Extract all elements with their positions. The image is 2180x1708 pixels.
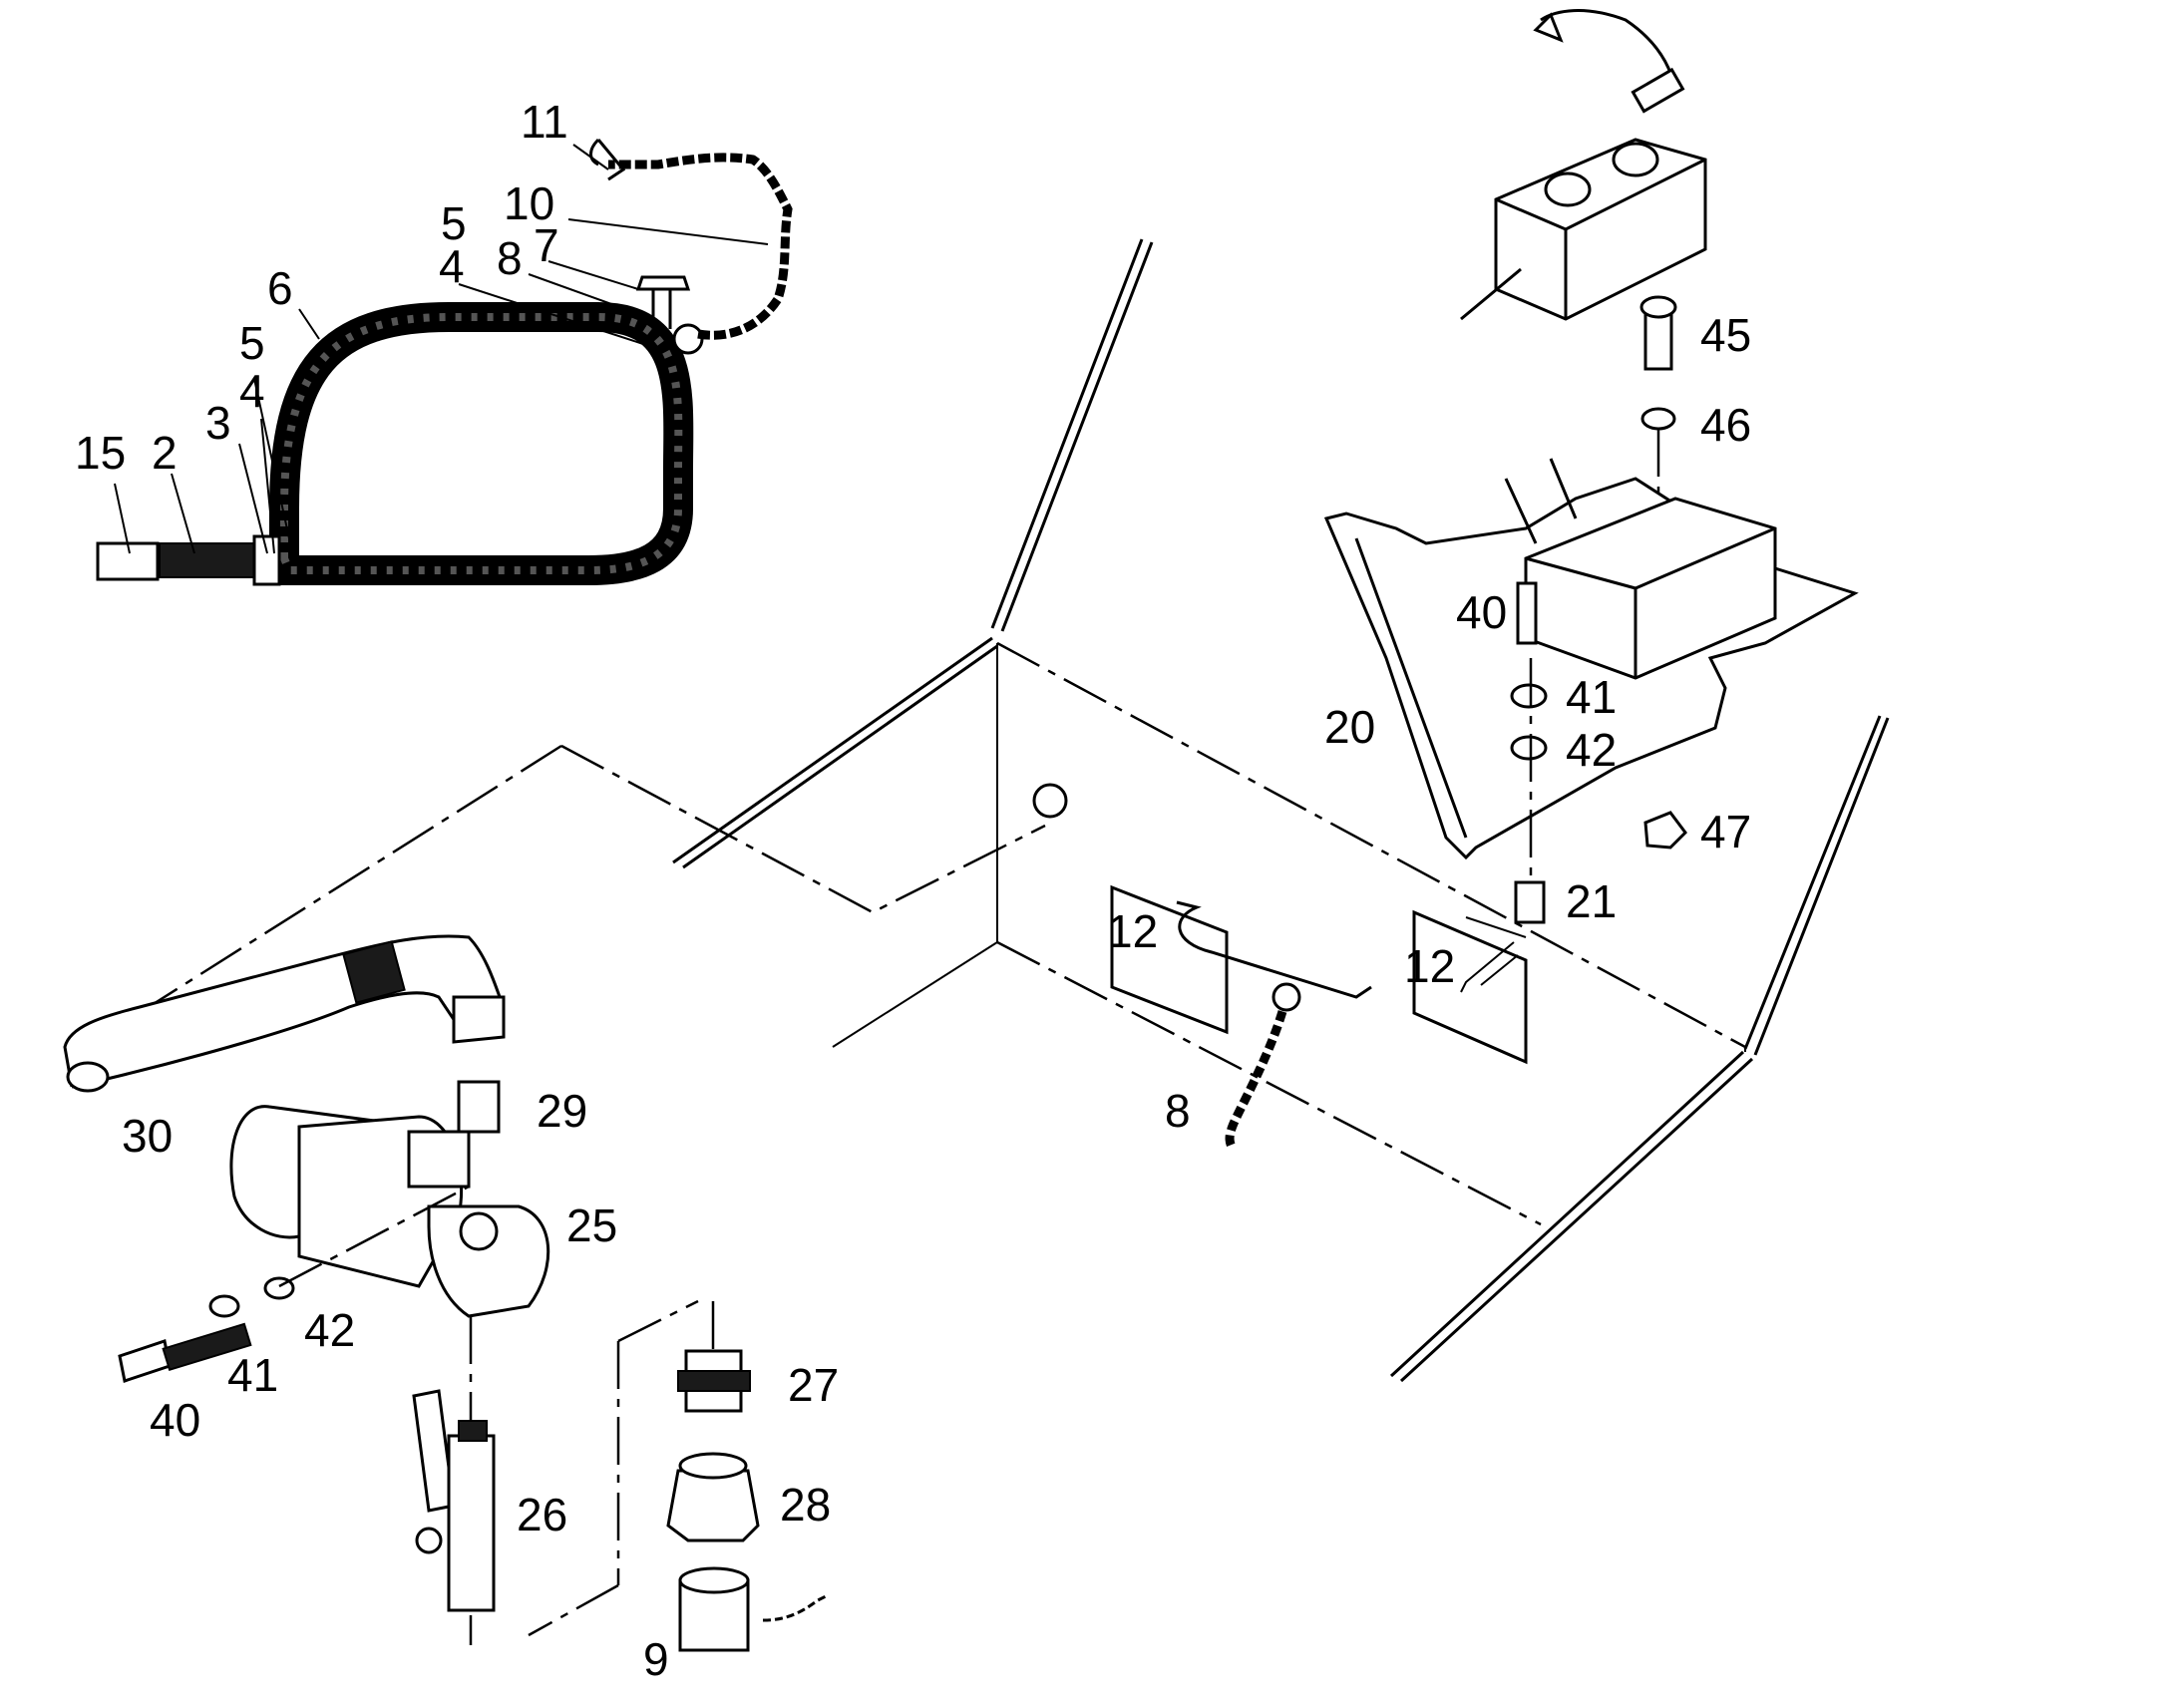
callout-41: 41 xyxy=(1566,671,1617,723)
callout-41: 41 xyxy=(227,1349,278,1401)
callout-42: 42 xyxy=(304,1304,355,1356)
callout-25: 25 xyxy=(566,1199,617,1251)
callout-40: 40 xyxy=(1456,586,1507,638)
callout-30: 30 xyxy=(122,1110,173,1162)
mounting-bracket xyxy=(1323,458,1859,924)
callout-4: 4 xyxy=(439,240,465,292)
callout-8: 8 xyxy=(497,232,523,284)
callout-6: 6 xyxy=(267,262,293,314)
callout-47: 47 xyxy=(1700,806,1751,857)
callout-15: 15 xyxy=(75,427,126,479)
callout-5: 5 xyxy=(441,197,467,249)
callout-8: 8 xyxy=(1165,1085,1191,1137)
callout-45: 45 xyxy=(1700,309,1751,361)
leader-lines xyxy=(114,144,1527,986)
callout-46: 46 xyxy=(1700,399,1751,451)
callout-10: 10 xyxy=(504,177,554,229)
hose-assembly xyxy=(96,138,793,586)
callout-40: 40 xyxy=(150,1394,200,1446)
label-plates xyxy=(1032,783,1528,1150)
callout-2: 2 xyxy=(152,427,178,479)
callout-12: 12 xyxy=(1107,905,1158,957)
callout-20: 20 xyxy=(1324,701,1375,753)
callout-7: 7 xyxy=(534,219,559,271)
callout-3: 3 xyxy=(205,397,231,449)
control-box xyxy=(1460,9,1707,698)
callout-28: 28 xyxy=(780,1479,831,1531)
callout-42: 42 xyxy=(1566,724,1617,776)
callout-labels: 11 10 5 7 8 4 6 5 4 15 2 3 45 46 40 41 4… xyxy=(75,96,1751,1685)
callout-9: 9 xyxy=(643,1633,669,1685)
callout-5: 5 xyxy=(239,317,265,369)
callout-26: 26 xyxy=(517,1489,567,1540)
pump-assembly xyxy=(63,934,829,1652)
callout-21: 21 xyxy=(1566,875,1617,927)
callout-27: 27 xyxy=(788,1359,839,1411)
callout-4: 4 xyxy=(239,365,265,417)
callout-11: 11 xyxy=(521,96,568,148)
callout-29: 29 xyxy=(537,1085,587,1137)
callout-12: 12 xyxy=(1404,940,1455,992)
